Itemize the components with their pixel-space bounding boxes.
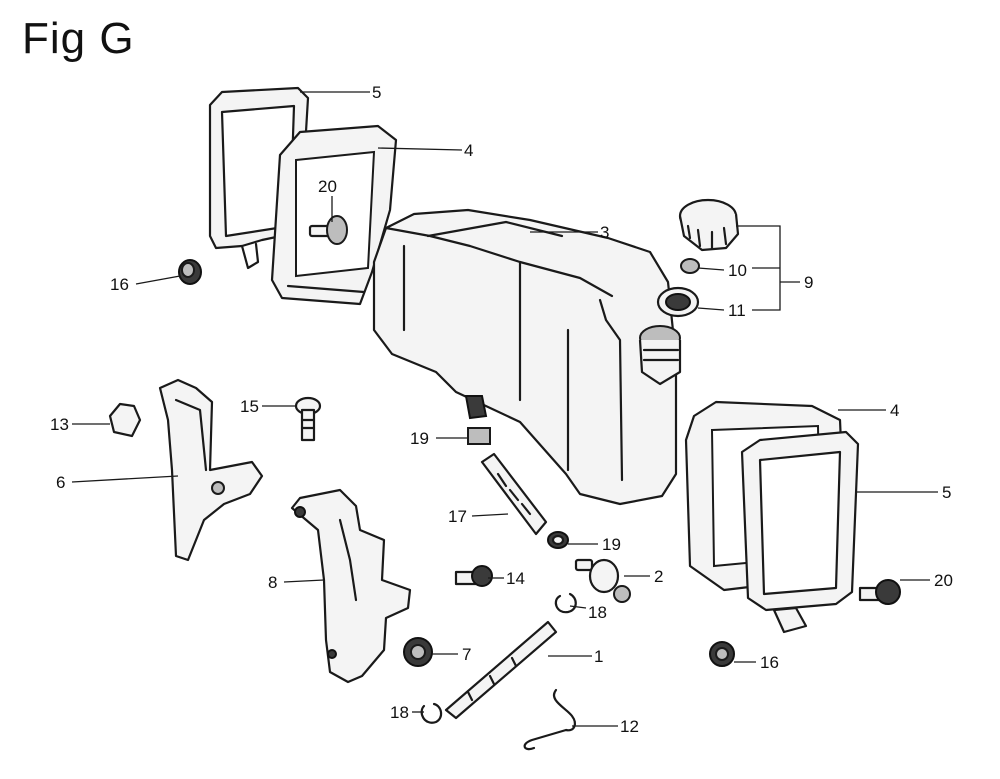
part-2-fuel-valve bbox=[574, 558, 631, 603]
callout-8: 8 bbox=[268, 573, 277, 592]
callout-17: 17 bbox=[448, 507, 467, 526]
part-7-nut bbox=[403, 637, 433, 667]
part-8-bracket-center bbox=[290, 488, 412, 684]
callout-18-upper: 18 bbox=[588, 603, 607, 622]
callout-9: 9 bbox=[804, 273, 813, 292]
part-20-bolt-upper bbox=[308, 215, 348, 245]
part-5-band-lower bbox=[740, 430, 860, 634]
part-18-clip-upper bbox=[554, 592, 577, 614]
part-10-cap-insert bbox=[680, 258, 700, 274]
leader-lines bbox=[71, 91, 938, 727]
part-3-fuel-tank bbox=[372, 208, 682, 506]
callout-3: 3 bbox=[600, 223, 609, 242]
part-9-fuel-cap bbox=[678, 198, 740, 252]
callout-16-lower: 16 bbox=[760, 653, 779, 672]
callout-16-upper: 16 bbox=[110, 275, 129, 294]
callout-19-lower: 19 bbox=[602, 535, 621, 554]
part-19-clamp-lower bbox=[547, 531, 569, 549]
callout-19-upper: 19 bbox=[410, 429, 429, 448]
callout-12: 12 bbox=[620, 717, 639, 736]
callout-18-lower: 18 bbox=[390, 703, 409, 722]
part-4-mount-upper bbox=[270, 124, 398, 306]
part-17-hose bbox=[480, 452, 548, 536]
part-11-cap-gasket bbox=[656, 286, 700, 318]
callout-4-lower: 4 bbox=[890, 401, 899, 420]
part-14-bolt bbox=[454, 565, 493, 587]
callout-5-lower: 5 bbox=[942, 483, 951, 502]
callout-5-upper: 5 bbox=[372, 83, 381, 102]
callout-7: 7 bbox=[462, 645, 471, 664]
figure-title: Fig G bbox=[22, 14, 135, 63]
part-13-rubber-block bbox=[108, 402, 142, 438]
part-20-bolt-lower bbox=[858, 579, 901, 605]
part-19-clamp-upper bbox=[467, 427, 491, 445]
part-18-clip-lower bbox=[420, 702, 443, 724]
callout-10: 10 bbox=[728, 261, 747, 280]
part-12-wire-clip bbox=[523, 688, 576, 751]
callout-13: 13 bbox=[50, 415, 69, 434]
callout-4-upper: 4 bbox=[464, 141, 473, 160]
callout-14: 14 bbox=[506, 569, 525, 588]
callout-6: 6 bbox=[56, 473, 65, 492]
callout-20-upper: 20 bbox=[318, 177, 337, 196]
callout-15: 15 bbox=[240, 397, 259, 416]
part-1-fuel-hose bbox=[444, 620, 558, 720]
part-6-bracket-left bbox=[158, 378, 264, 562]
part-15-bolt bbox=[294, 396, 322, 442]
callout-20-lower: 20 bbox=[934, 571, 953, 590]
part-16-nut-lower bbox=[709, 641, 735, 667]
callout-1: 1 bbox=[594, 647, 603, 666]
callout-2: 2 bbox=[654, 567, 663, 586]
callout-11: 11 bbox=[728, 301, 746, 320]
part-16-nut-upper bbox=[178, 259, 202, 285]
